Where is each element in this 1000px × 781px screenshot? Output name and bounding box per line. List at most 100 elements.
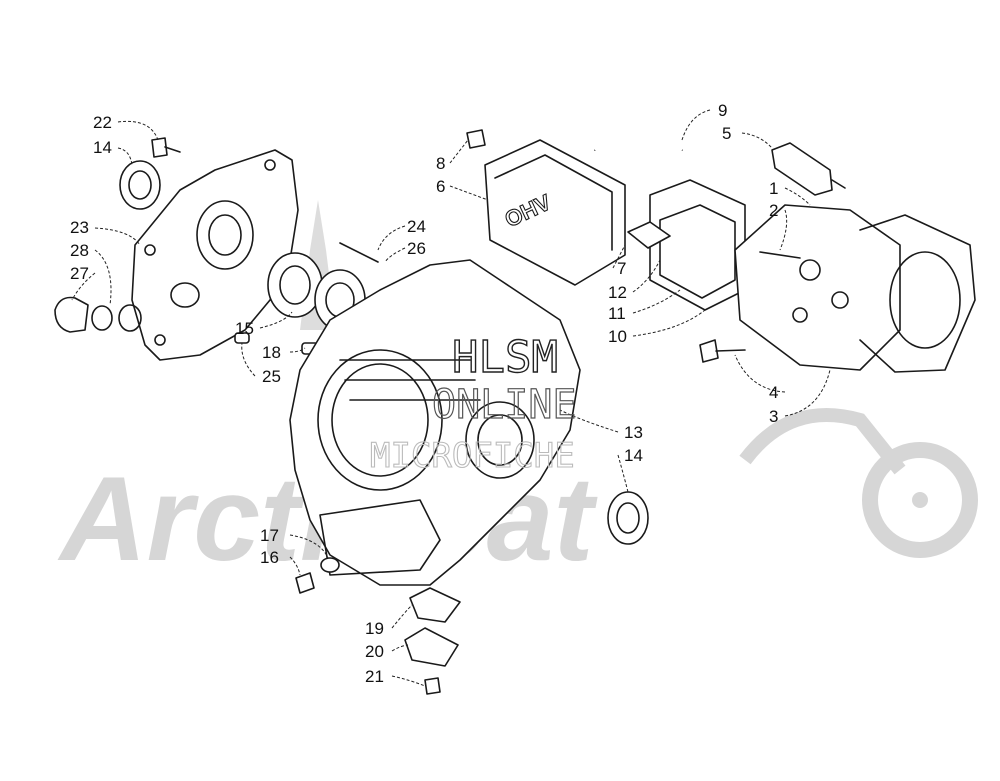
cylinder-head-part: [734, 204, 901, 371]
callout-9: 9: [718, 101, 727, 120]
washer: [320, 557, 340, 573]
callout-21: 21: [365, 667, 384, 686]
bolt-head: [151, 137, 168, 158]
callout-4: 4: [769, 383, 778, 402]
callout-8: 8: [436, 154, 445, 173]
watermark-line2: ONLINE: [432, 382, 577, 428]
bolt-shank: [715, 349, 746, 352]
bolt-head: [466, 129, 486, 149]
gasket-inner: [659, 204, 736, 299]
callout-25: 25: [262, 367, 281, 386]
bearing-inner: [616, 502, 640, 534]
callout-23: 23: [70, 218, 89, 237]
crank-bore: [465, 401, 535, 479]
spark-plug-body: [771, 142, 833, 196]
callout-2: 2: [769, 201, 778, 220]
drain-bolt-part: [295, 557, 340, 594]
callout-7: 7: [617, 259, 626, 278]
callout-20: 20: [365, 642, 384, 661]
breather-hose-part: [593, 118, 684, 153]
valve-cover-body: [484, 139, 626, 286]
bolt-part: [151, 137, 181, 158]
bolt-part-8: [466, 129, 486, 149]
callout-18: 18: [262, 343, 281, 362]
callout-3: 3: [769, 407, 778, 426]
valve-cover-rim: [494, 154, 613, 251]
drain-bolt: [295, 572, 315, 594]
crankcase-cover-hole: [154, 334, 166, 346]
oil-plug-part: [54, 296, 142, 333]
oil-plug-body: [54, 296, 89, 333]
crankcase-cover-hole: [264, 159, 276, 171]
leader-lines: [71, 109, 831, 687]
callout-27: 27: [70, 264, 89, 283]
crankcase-cover-bore: [196, 200, 254, 270]
watermark-hub: [912, 492, 928, 508]
crankcase-cover-bore-inner: [208, 214, 242, 256]
callout-24: 24: [407, 217, 426, 236]
callout-labels: 22 14 23 28 27 15 18 25 24 26 8 6 9 5 1 …: [70, 101, 778, 686]
callout-19: 19: [365, 619, 384, 638]
valve-cover-part: OHV: [484, 139, 626, 286]
callout-11: 11: [608, 304, 626, 323]
spark-plug-part: [771, 142, 846, 196]
bearing-outer: [267, 252, 323, 318]
head-port: [799, 259, 821, 281]
cover-bolt: [424, 677, 441, 695]
side-cover: [404, 627, 459, 667]
head-gasket-outline: [859, 214, 976, 373]
cylinder-head-body: [734, 204, 901, 371]
bearing-inner: [128, 170, 152, 200]
crankcase-cover-port: [170, 282, 200, 308]
head-port: [792, 307, 808, 323]
callout-13: 13: [624, 423, 643, 442]
head-port: [831, 291, 849, 309]
valve-stem: [759, 251, 801, 259]
valve-gasket-part: [627, 179, 746, 311]
bolt-part-4: [699, 339, 746, 363]
bolt-shank: [164, 146, 181, 153]
callout-14-right: 14: [624, 446, 643, 465]
reed-plate: [627, 221, 671, 249]
cylinder-bore: [317, 349, 443, 491]
callout-10: 10: [608, 327, 627, 346]
o-ring: [91, 305, 113, 331]
cylinder-bore-inner: [331, 363, 429, 477]
bolt-head: [699, 339, 719, 363]
watermark-wheel: [862, 442, 978, 558]
spark-plug-tip: [831, 179, 846, 189]
side-cover-part: [404, 587, 461, 695]
callout-12: 12: [608, 283, 627, 302]
bearing-part: [119, 160, 161, 210]
callout-17: 17: [260, 526, 279, 545]
watermark-line1: HLSM: [452, 332, 558, 383]
bearing-inner: [279, 265, 311, 305]
crankcase-cover-hole: [144, 244, 156, 256]
callout-26: 26: [407, 239, 426, 258]
bearing-part-right: [607, 491, 649, 545]
head-gasket-bore: [889, 251, 961, 349]
watermark-frame: [739, 408, 906, 475]
gasket-frame: [649, 179, 746, 311]
shaft-pin: [339, 242, 379, 263]
watermark-text: HLSM ONLINE MICROFICHE: [369, 331, 577, 476]
watermark-line3: MICROFICHE: [370, 436, 575, 476]
crankcase-main-body: [289, 259, 581, 586]
cover-gasket: [409, 587, 461, 623]
breather-hose-inner: [593, 118, 684, 153]
bearing-outer: [607, 491, 649, 545]
head-gasket-part: [859, 214, 976, 373]
callout-5: 5: [722, 124, 731, 143]
cooling-fins: [339, 359, 481, 401]
callout-28: 28: [70, 241, 89, 260]
callout-14-left: 14: [93, 138, 112, 157]
seal-ring: [118, 304, 142, 332]
bearing-outer: [119, 160, 161, 210]
callout-6: 6: [436, 177, 445, 196]
callout-1: 1: [769, 179, 778, 198]
callout-16: 16: [260, 548, 279, 567]
crank-bore-inner: [477, 414, 523, 466]
callout-15: 15: [235, 319, 254, 338]
